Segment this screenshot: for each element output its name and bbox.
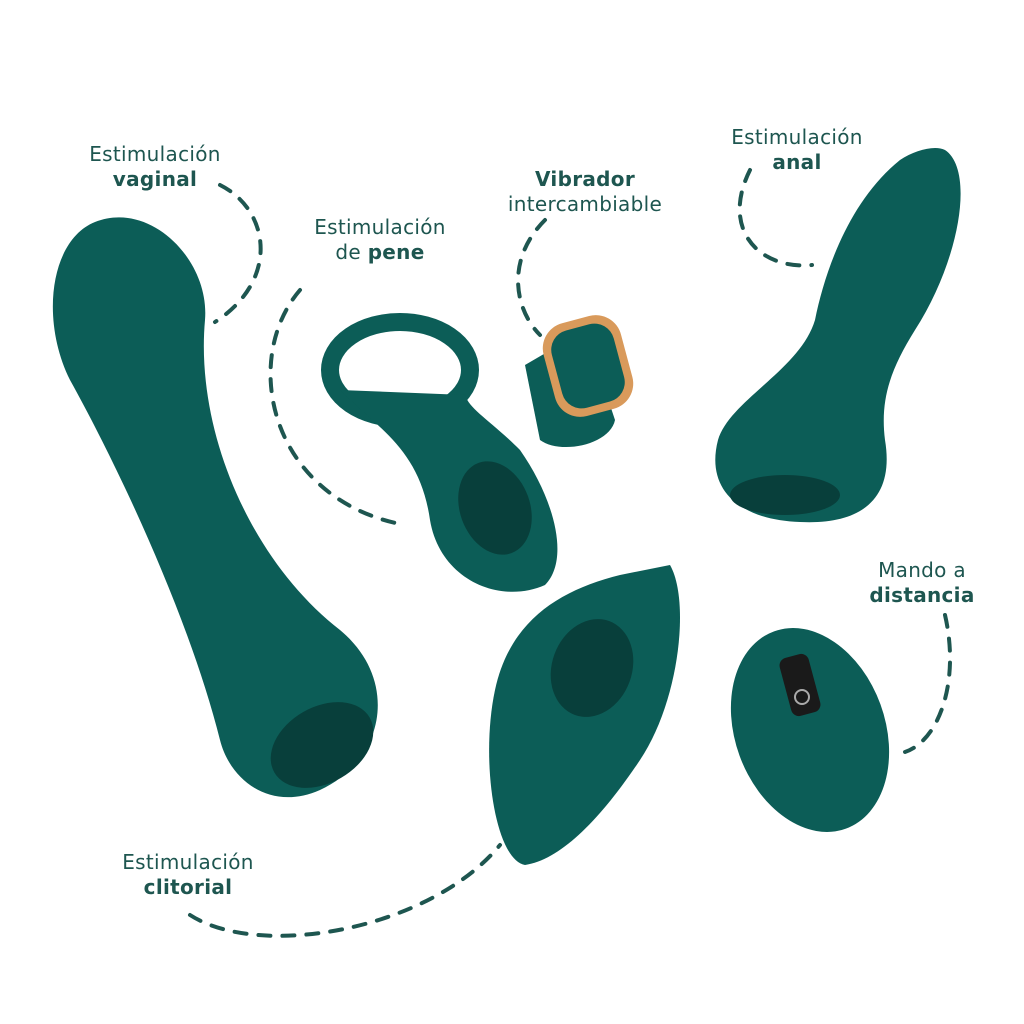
label-pene-prefix: de <box>335 240 368 264</box>
label-mando: Mando a distancia <box>847 558 997 608</box>
remote-control <box>730 628 890 832</box>
vaginal-vibrator-base <box>270 702 374 788</box>
label-pene-line1: Estimulación <box>314 215 446 239</box>
label-anal-line1: Estimulación <box>731 125 863 149</box>
label-vibrador-line1: Vibrador <box>535 167 635 191</box>
label-pene-line2: pene <box>367 240 425 264</box>
label-clitorial: Estimulación clitorial <box>88 850 288 900</box>
label-clitorial-line1: Estimulación <box>122 850 254 874</box>
connector-vaginal <box>213 183 263 324</box>
label-vaginal-line1: Estimulación <box>89 142 221 166</box>
connector-mando <box>903 613 953 754</box>
interchangeable-bullet <box>525 315 634 448</box>
anal-plug <box>715 148 961 523</box>
connector-clitorial <box>188 843 502 938</box>
label-clitorial-line2: clitorial <box>143 875 233 899</box>
connector-vibrador <box>516 218 547 337</box>
label-vibrador: Vibrador intercambiable <box>470 167 700 217</box>
label-anal-line2: anal <box>772 150 822 174</box>
label-vibrador-line2: intercambiable <box>507 192 663 216</box>
label-vaginal-line2: vaginal <box>112 167 198 191</box>
label-mando-line2: distancia <box>869 583 975 607</box>
power-icon <box>794 689 810 705</box>
label-pene: Estimulación de pene <box>280 215 480 265</box>
penis-ring <box>321 313 558 592</box>
connector-anal <box>737 168 814 268</box>
label-anal: Estimulación anal <box>697 125 897 175</box>
label-mando-line1: Mando a <box>878 558 966 582</box>
label-vaginal: Estimulación vaginal <box>55 142 255 192</box>
clitoral-stimulator <box>489 565 680 865</box>
vaginal-vibrator <box>52 217 378 798</box>
connector-pene <box>268 288 407 527</box>
